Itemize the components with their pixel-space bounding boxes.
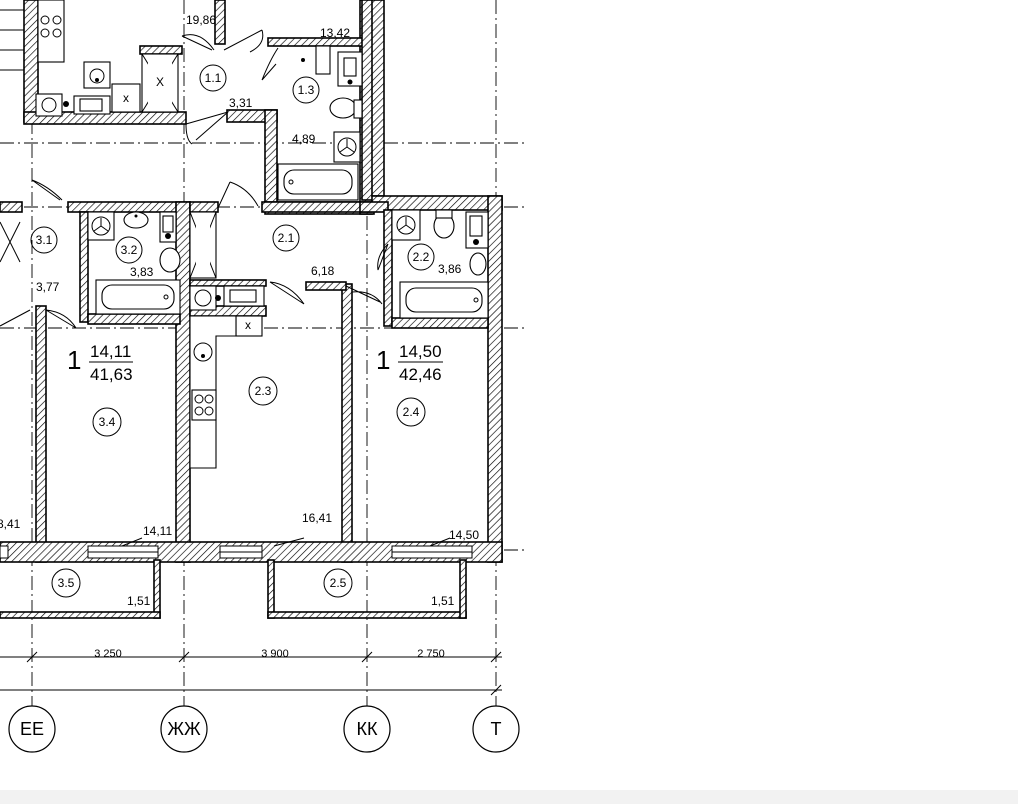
room-tags: 1.1 1.3 2.1 2.2 2.3 2.4 2.5 3.1 3.2 3.4 … [30,64,435,598]
dimension-value: 3 900 [261,648,289,660]
room-tag: 2.2 [407,243,435,271]
svg-text:42,46: 42,46 [399,365,442,384]
axis-marker: ЖЖ [160,705,208,753]
area-label: 1,51 [431,594,455,608]
area-label: 1,51 [127,594,151,608]
room-tag: 2.1 [272,224,300,252]
svg-text:ЕЕ: ЕЕ [20,719,44,739]
area-label: 16,41 [302,511,332,525]
room-tag: 2.5 [323,568,353,598]
area-label: 14,11 [143,524,172,538]
page-footer-strip [0,790,1018,804]
area-label: 8,41 [0,517,21,531]
area-label: 3,31 [229,96,253,110]
svg-text:3.1: 3.1 [36,233,53,247]
svg-text:2.4: 2.4 [403,405,420,419]
apartment-summary: 1 14,11 41,63 [67,342,133,384]
area-label: 13,42 [320,26,350,40]
area-label: 3,77 [36,280,60,294]
svg-text:1: 1 [67,345,81,375]
svg-text:2.1: 2.1 [278,231,295,245]
svg-text:КК: КК [357,719,378,739]
axis-marker: ЕЕ [8,705,56,753]
dimension-value: 2 750 [417,648,445,660]
room-tag: 3.5 [51,568,81,598]
dimension-value: 3 250 [94,648,122,660]
svg-text:2.5: 2.5 [330,576,347,590]
svg-text:3.5: 3.5 [58,576,75,590]
axis-marker: Т [472,705,520,753]
svg-text:x: x [245,318,251,332]
svg-text:Т: Т [491,719,502,739]
apartment-summary: 1 14,50 42,46 [376,342,443,384]
svg-text:3.2: 3.2 [121,243,138,257]
svg-text:1.3: 1.3 [298,83,315,97]
area-label: 19,86 [186,13,216,27]
svg-text:2.3: 2.3 [255,384,272,398]
area-label: 3,86 [438,262,462,276]
fixtures: x X [0,0,489,469]
doors [0,29,451,547]
area-label: 4,89 [292,132,316,146]
room-tag: 2.3 [248,376,278,406]
windows [0,545,473,559]
svg-text:1.1: 1.1 [205,71,222,85]
room-tag: 3.1 [30,226,58,254]
area-label: 3,83 [130,265,154,279]
area-labels: 19,86 13,42 3,31 4,89 3,83 3,77 6,18 3,8… [0,13,479,608]
area-label: 14,50 [449,528,479,542]
room-tag: 1.1 [199,64,227,92]
room-tag: 3.2 [115,236,143,264]
axis-marker: КК [343,705,391,753]
svg-text:1: 1 [376,345,390,375]
room-tag: 3.4 [92,407,122,437]
svg-text:14,50: 14,50 [399,342,442,361]
svg-text:14,11: 14,11 [90,342,131,361]
axis-markers: ЕЕ ЖЖ КК Т [8,705,520,753]
room-tag: 1.3 [292,76,320,104]
svg-text:x: x [123,91,129,105]
svg-text:ЖЖ: ЖЖ [167,719,201,739]
dimension-line: 3 250 3 900 2 750 [0,648,502,696]
svg-text:41,63: 41,63 [90,365,133,384]
svg-text:3.4: 3.4 [99,415,116,429]
svg-text:X: X [156,75,164,89]
svg-text:2.2: 2.2 [413,250,430,264]
area-label: 6,18 [311,264,335,278]
room-tag: 2.4 [396,397,426,427]
